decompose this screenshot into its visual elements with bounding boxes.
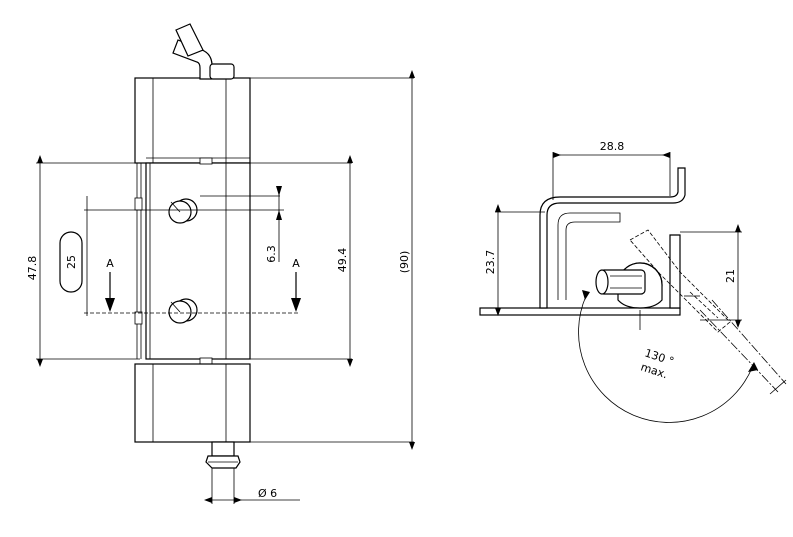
dim-47-8-label: 47.8 (26, 256, 39, 281)
screw-hole-bottom (168, 298, 198, 324)
arrowhead (735, 320, 741, 328)
middle-leaf (145, 162, 251, 360)
arrowhead (748, 362, 758, 372)
dim-slot-label: 25 (65, 255, 78, 269)
bottom-knuckle (134, 363, 251, 443)
leaf-notch (199, 157, 213, 165)
right-flange (669, 234, 681, 309)
front-view: 25 A A 47.8 6.3 49.4 (90) Ø 6 (26, 23, 415, 504)
arrowhead (204, 497, 212, 503)
side-view: 130 ° max. 28.8 23.7 21 (479, 140, 787, 423)
pin-collar (209, 63, 235, 80)
arrowhead (276, 186, 282, 196)
arrowhead (276, 210, 282, 220)
dim-23-7-label: 23.7 (484, 250, 497, 275)
arrowhead (347, 359, 353, 367)
dim-diameter-label: Ø 6 (258, 487, 277, 500)
dim-49-4-label: 49.4 (336, 248, 349, 273)
top-knuckle (134, 77, 251, 164)
arrowhead (495, 204, 501, 212)
section-label-right: A (292, 257, 300, 270)
arrowhead (735, 224, 741, 232)
section-label-left: A (106, 257, 114, 270)
arrowhead (105, 298, 115, 312)
arrowhead (234, 497, 242, 503)
slot-outline (59, 231, 83, 293)
dim-28-8-label: 28.8 (600, 140, 625, 153)
arrowhead (37, 359, 43, 367)
leaf-notch (199, 357, 213, 365)
inner-leaf (557, 212, 621, 300)
arrowhead (495, 308, 501, 316)
dim-21-label: 21 (724, 269, 737, 283)
edge-tab (134, 197, 143, 211)
arrowhead (409, 442, 415, 450)
pin-end (595, 269, 609, 295)
bent-leaf (539, 167, 686, 309)
angle-arc (578, 295, 753, 423)
pin-stub (211, 441, 235, 457)
pin-tip (175, 23, 204, 57)
arrowhead (291, 298, 301, 312)
arrowhead (582, 290, 590, 300)
dim-90-label: (90) (398, 251, 411, 274)
arrowhead (409, 70, 415, 78)
dim-6-3-label: 6.3 (265, 245, 278, 263)
arrowhead (553, 152, 561, 158)
edge-tab (134, 311, 143, 325)
arrowhead (662, 152, 670, 158)
arrowhead (347, 155, 353, 163)
arrowhead (37, 155, 43, 163)
